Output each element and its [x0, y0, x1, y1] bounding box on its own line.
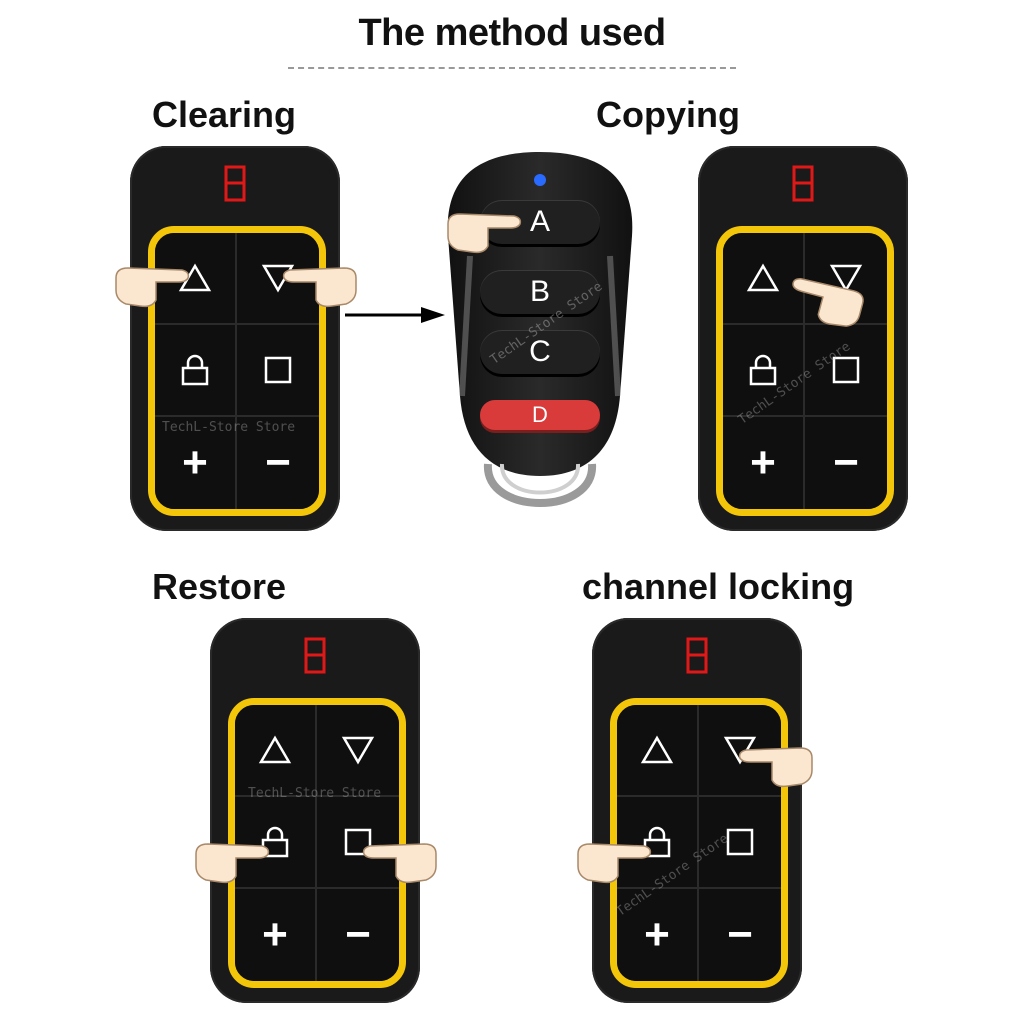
square-icon: [832, 356, 860, 384]
up-triangle-icon: [640, 735, 674, 764]
up-button[interactable]: [235, 705, 317, 797]
arrow-right-icon: [345, 307, 445, 323]
stop-button[interactable]: [805, 325, 887, 417]
remote-restore: + − TechL-Store Store: [210, 618, 420, 1003]
keypad-frame: + −: [610, 698, 788, 988]
keypad-frame: + −: [148, 226, 326, 516]
minus-button[interactable]: −: [237, 417, 319, 509]
hand-pointer-icon: [115, 267, 190, 308]
plus-button[interactable]: +: [723, 417, 805, 509]
seven-segment-digit-icon: [686, 637, 708, 674]
title-divider: [288, 67, 736, 69]
watermark-text: TechL-Store Store: [162, 420, 296, 435]
lock-button[interactable]: [723, 325, 805, 417]
fob-button-c[interactable]: C: [480, 330, 600, 374]
hand-pointer-icon: [447, 213, 522, 254]
label-channel-locking: channel locking: [582, 566, 855, 607]
minus-button[interactable]: −: [805, 417, 887, 509]
lock-button[interactable]: [155, 325, 237, 417]
hand-pointer-icon: [738, 747, 813, 788]
hand-pointer-icon: [577, 843, 652, 884]
hand-pointer-icon: [792, 277, 864, 327]
stop-button[interactable]: [237, 325, 319, 417]
seven-segment-digit-icon: [304, 637, 326, 674]
label-restore: Restore: [152, 566, 287, 607]
square-icon: [344, 828, 372, 856]
hand-pointer-icon: [362, 843, 437, 884]
fob-button-d[interactable]: D: [480, 400, 600, 430]
square-icon: [264, 356, 292, 384]
square-icon: [726, 828, 754, 856]
lock-icon: [181, 354, 209, 386]
remote-copying: + − TechL-Store Store: [698, 146, 908, 531]
seven-segment-digit-icon: [224, 165, 246, 202]
lock-button[interactable]: [235, 797, 317, 889]
down-triangle-icon: [829, 264, 863, 293]
watermark-text: TechL-Store Store: [248, 786, 382, 801]
page-title: The method used: [358, 12, 666, 54]
plus-button[interactable]: +: [235, 889, 317, 981]
stop-button[interactable]: [699, 797, 781, 889]
up-button[interactable]: [617, 705, 699, 797]
keypad-frame: + −: [228, 698, 406, 988]
plus-button[interactable]: +: [617, 889, 699, 981]
hand-pointer-icon: [282, 267, 357, 308]
hand-pointer-icon: [195, 843, 270, 884]
lock-button[interactable]: [617, 797, 699, 889]
label-copying: Copying: [596, 94, 740, 135]
label-clearing: Clearing: [152, 94, 297, 135]
plus-button[interactable]: +: [155, 417, 237, 509]
down-button[interactable]: [317, 705, 399, 797]
stop-button[interactable]: [317, 797, 399, 889]
seven-segment-digit-icon: [792, 165, 814, 202]
fob-button-b[interactable]: B: [480, 270, 600, 314]
minus-button[interactable]: −: [317, 889, 399, 981]
up-triangle-icon: [746, 263, 780, 292]
remote-clearing: + − TechL-Store Store: [130, 146, 340, 531]
key-fob: A B C D TechL-Store Store: [440, 146, 640, 526]
down-triangle-icon: [341, 736, 375, 765]
up-triangle-icon: [258, 735, 292, 764]
lock-icon: [749, 354, 777, 386]
minus-button[interactable]: −: [699, 889, 781, 981]
remote-channel-locking: + − TechL-Store Store: [592, 618, 802, 1003]
